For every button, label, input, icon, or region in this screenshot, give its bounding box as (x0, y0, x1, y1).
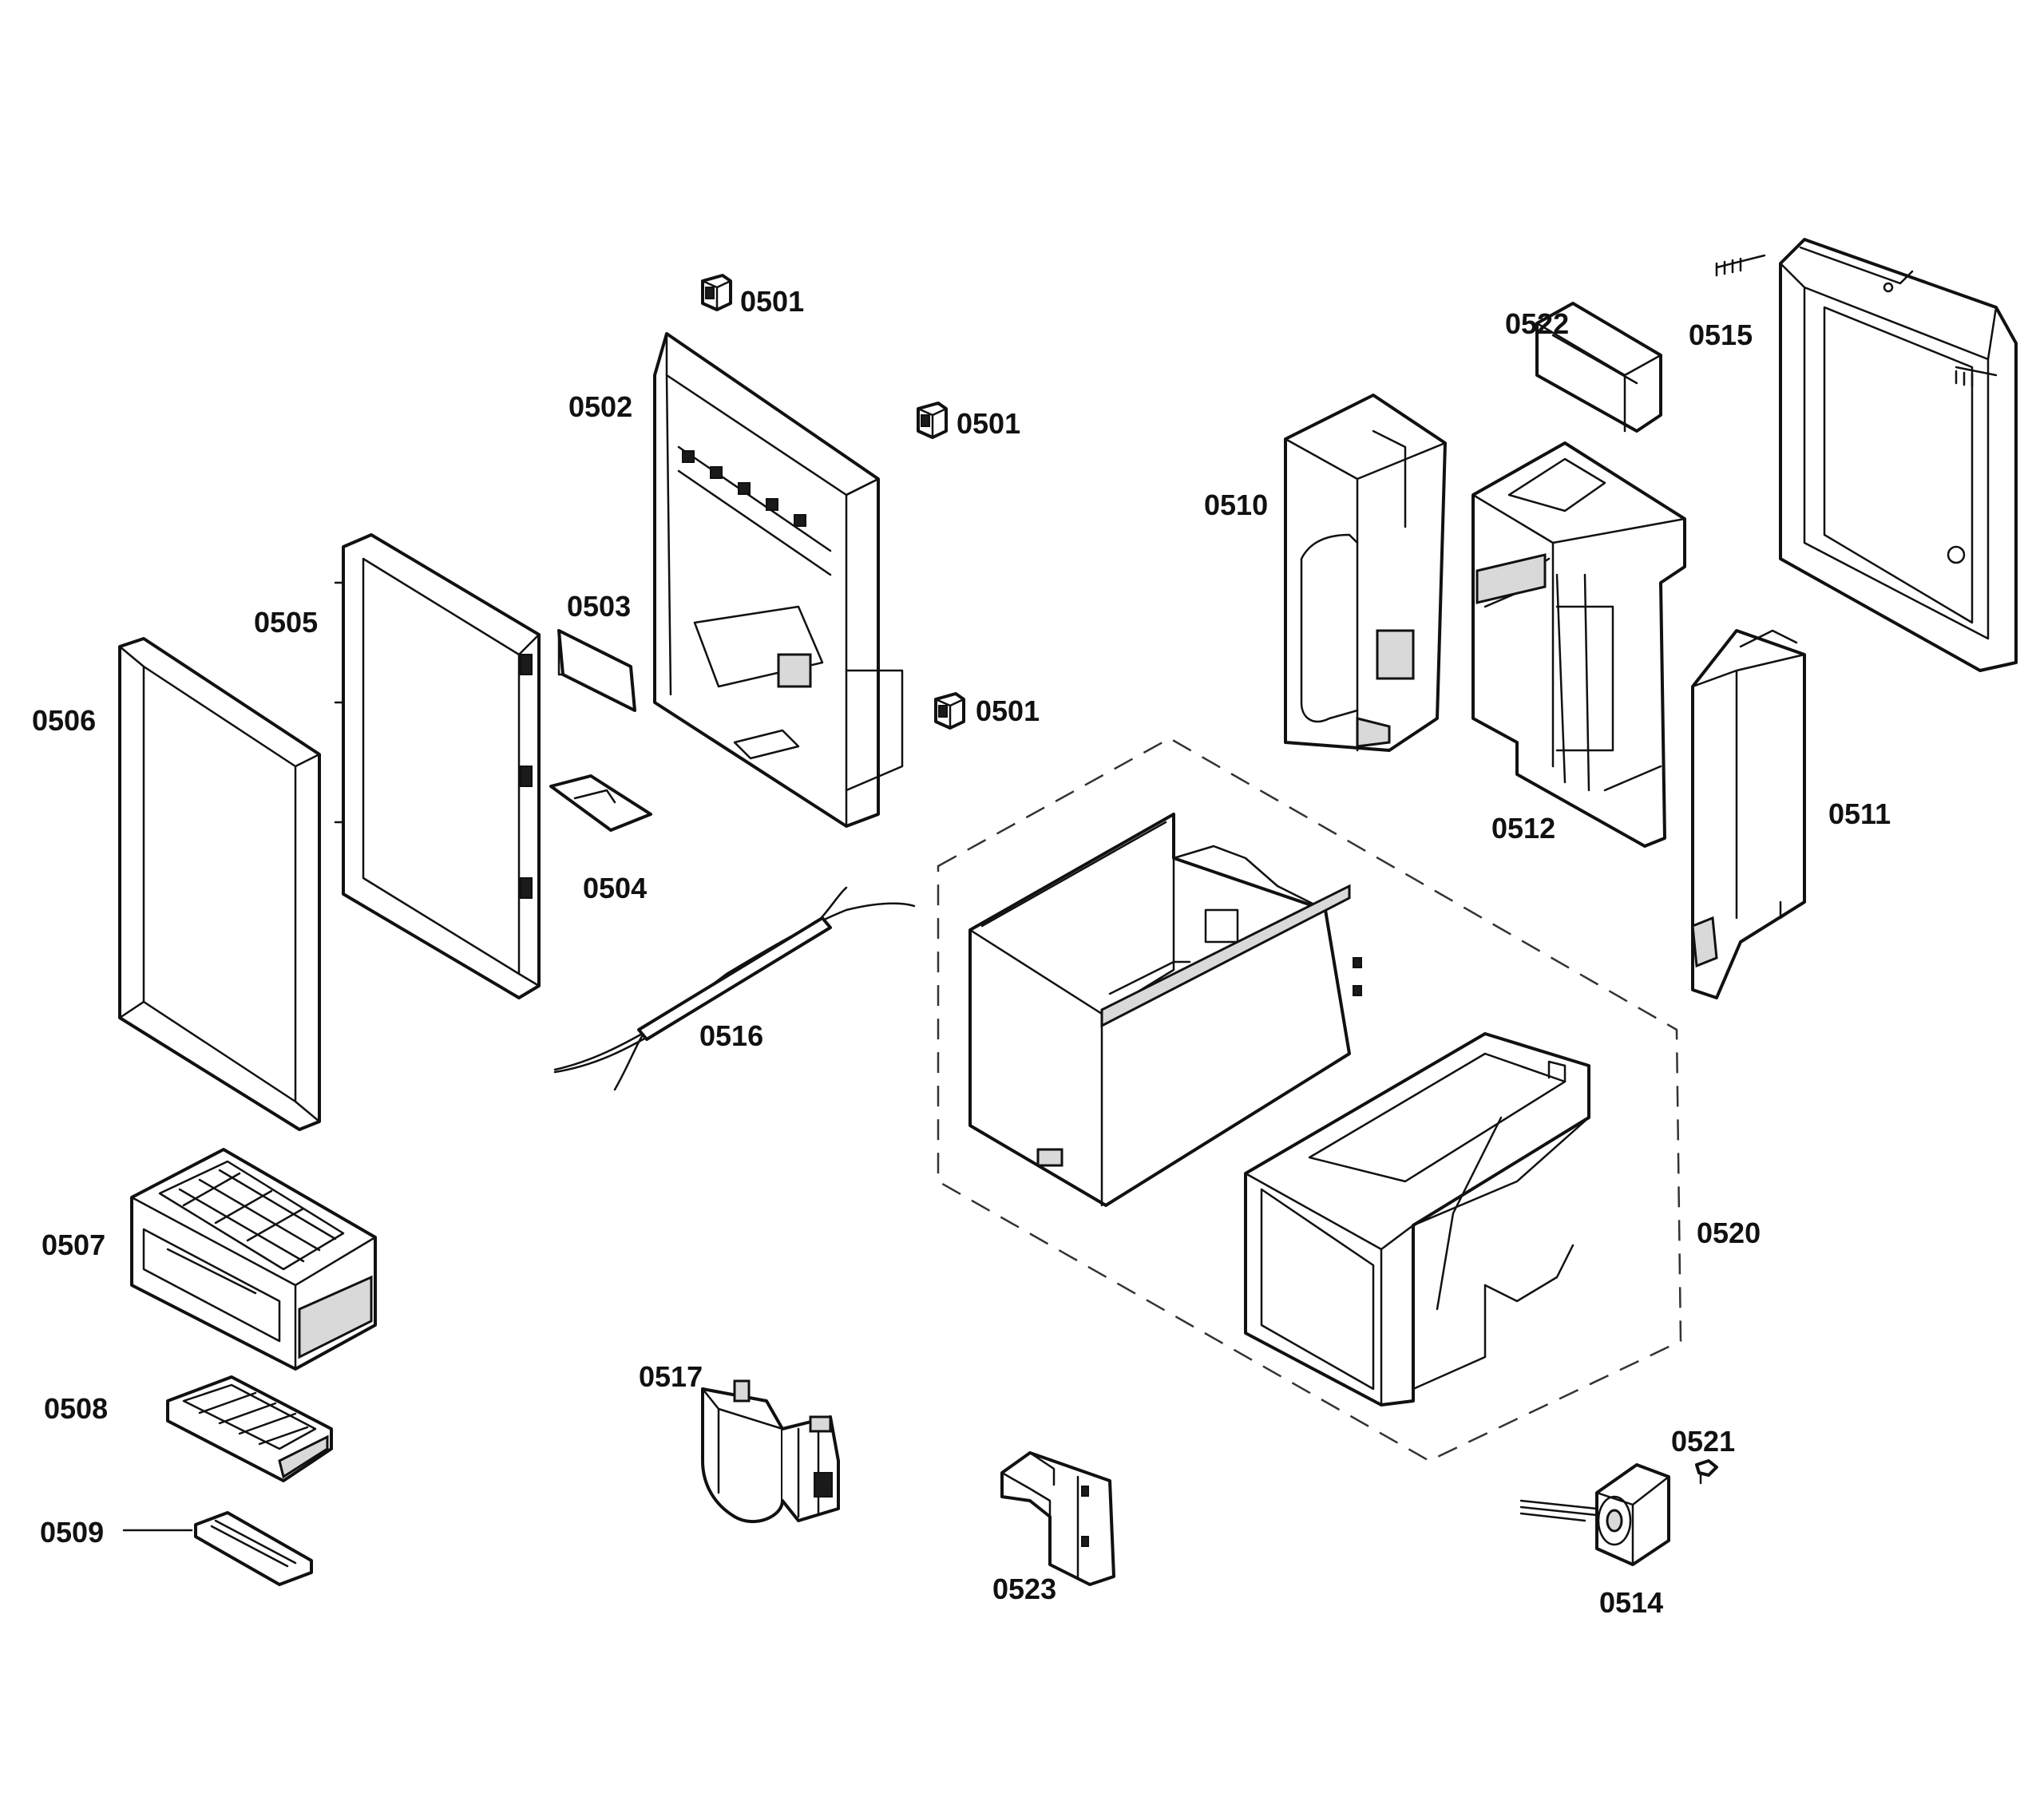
label-0501-middle: 0501 (957, 407, 1020, 440)
part-0506-bezel-frame (118, 637, 321, 1131)
part-0516-wire-harness (553, 886, 916, 1091)
part-0504-plate (549, 774, 652, 832)
label-0505: 0505 (254, 606, 318, 639)
label-0512: 0512 (1491, 812, 1555, 845)
part-0522-cap (1535, 302, 1662, 433)
label-0508: 0508 (44, 1392, 108, 1425)
label-0520: 0520 (1697, 1217, 1761, 1249)
label-0515: 0515 (1689, 318, 1753, 351)
part-0501-clip-lower (934, 692, 965, 730)
label-0514: 0514 (1599, 1586, 1663, 1619)
part-0511-side-panel (1691, 629, 1806, 999)
label-0506: 0506 (32, 704, 96, 737)
label-0511: 0511 (1828, 797, 1891, 830)
label-0509: 0509 (40, 1516, 104, 1549)
part-0523-bracket (1000, 1451, 1115, 1586)
label-0501-lower: 0501 (976, 694, 1040, 727)
label-0507: 0507 (42, 1228, 105, 1261)
label-0510: 0510 (1204, 489, 1268, 521)
label-0501-top: 0501 (740, 285, 804, 318)
part-0501-clip-middle (917, 402, 948, 439)
part-0509-drip-grille (194, 1511, 313, 1586)
label-0504: 0504 (583, 872, 647, 904)
part-0505-door-frame (334, 533, 541, 999)
label-0522: 0522 (1505, 307, 1569, 340)
part-0514-fan (1519, 1463, 1670, 1566)
part-0508-drip-tray (166, 1375, 333, 1482)
label-0503: 0503 (567, 590, 631, 623)
part-0503-plate (557, 629, 636, 712)
label-0516: 0516 (699, 1019, 763, 1052)
label-0521: 0521 (1671, 1425, 1735, 1458)
part-0512-ice-maker-assembly (1471, 441, 1686, 848)
part-0507-dispenser-cover (130, 1148, 377, 1371)
part-0517-water-valve (701, 1379, 840, 1524)
label-0502: 0502 (568, 390, 632, 423)
part-0515-rear-frame (1715, 238, 2018, 672)
part-0521-screw (1695, 1459, 1718, 1485)
part-0520-ice-bucket-assembly (937, 737, 1682, 1462)
part-0502-dispenser-housing (653, 332, 904, 828)
label-0523: 0523 (992, 1573, 1056, 1605)
label-0517: 0517 (639, 1360, 703, 1393)
part-0501-clip-top (701, 274, 732, 311)
part-0510-evaporator-cover (1284, 394, 1447, 752)
